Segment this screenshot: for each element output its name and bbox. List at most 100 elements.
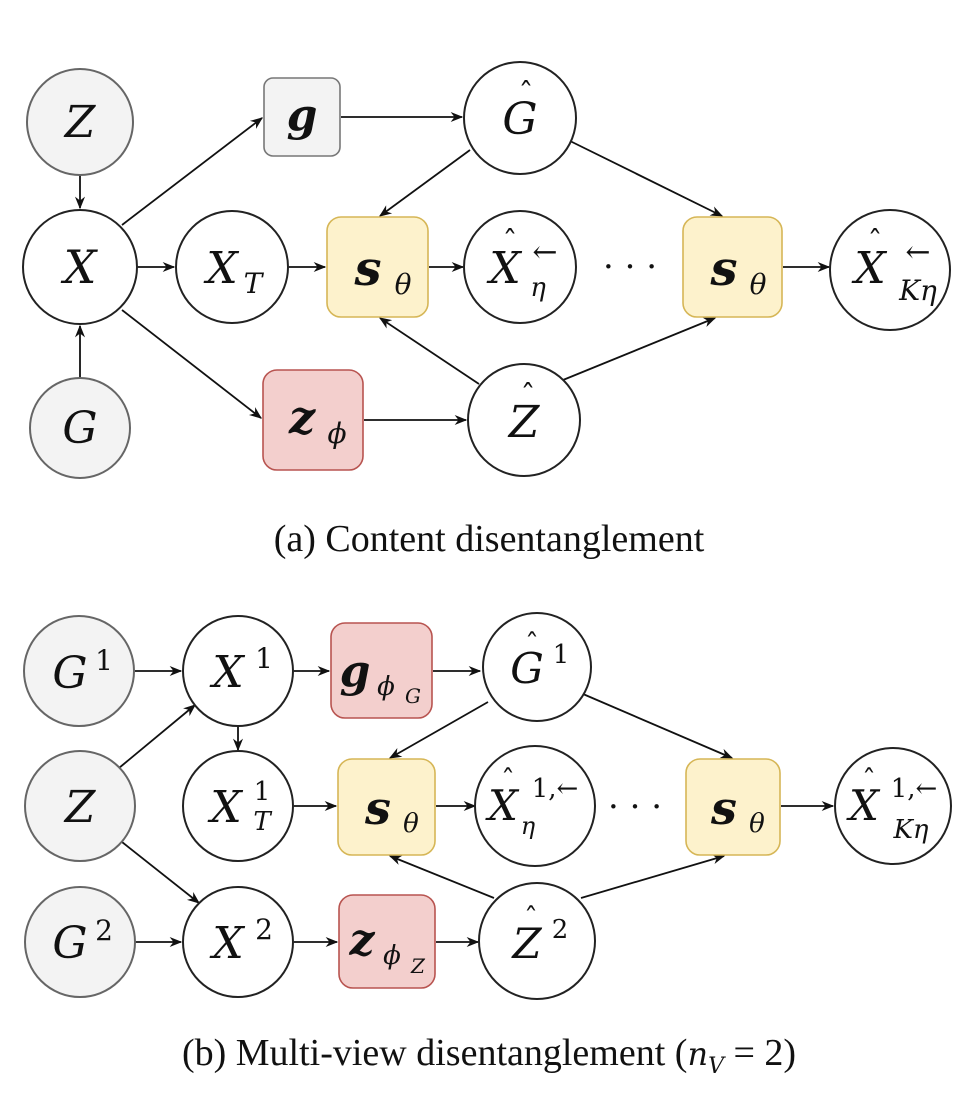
- node-a-xt: X T: [175, 210, 289, 324]
- edges-b: [118, 665, 835, 948]
- label-z-hat-base: Z: [507, 397, 541, 448]
- label-x-hat-eta-base: X: [486, 243, 522, 294]
- node-b-x1-hat-keta: X ˆ 1,← Kη: [834, 747, 952, 865]
- node-a-x: X: [22, 209, 138, 325]
- observed-node-g1: [23, 615, 135, 727]
- encoder-box-g-phi: [330, 622, 433, 719]
- label-z2hat-sup: 2: [552, 915, 569, 945]
- label-z: Z: [63, 97, 97, 148]
- label-s: s: [709, 241, 737, 297]
- node-a-x-hat-eta: X ˆ ← η: [463, 210, 577, 324]
- label-g1hat-sup: 1: [553, 640, 570, 670]
- label-s: s: [364, 781, 391, 835]
- label-x1hatketa-sub: Kη: [892, 815, 928, 845]
- edge-g1hat-s2: [582, 693, 734, 759]
- label-x1-sup: 1: [255, 642, 273, 675]
- observed-node-g2: [24, 886, 136, 998]
- edge-g1hat-s1: [388, 701, 489, 759]
- label-theta: θ: [750, 268, 767, 301]
- latent-node-x1-hat-k-eta: [834, 747, 952, 865]
- label-x-hat-eta-sup: ←: [532, 235, 557, 270]
- node-a-z: Z: [26, 68, 134, 176]
- latent-node-g-hat: [463, 61, 577, 175]
- edge-ghat-s2: [567, 139, 724, 217]
- ellipsis-a: · · ·: [603, 247, 657, 287]
- label-g2-sup: 2: [95, 914, 113, 947]
- label-g-hat-base: G: [502, 94, 537, 145]
- node-b-x2: X 2: [182, 886, 294, 998]
- node-b-g2: G 2: [24, 886, 136, 998]
- node-b-z: Z: [24, 750, 136, 862]
- edge-z-x1: [118, 704, 196, 769]
- latent-node-z-hat: [467, 363, 581, 477]
- figure-b: G 1 Z G 2 X 1 X 1 T X 2 g: [23, 612, 952, 1079]
- label-x2-sup: 2: [255, 913, 273, 946]
- label-x1t-sub: T: [253, 807, 272, 837]
- label-theta: θ: [749, 809, 765, 839]
- label-phi-sub: Z: [410, 954, 426, 978]
- observed-node-g: [29, 377, 131, 479]
- node-b-g1: G 1: [23, 615, 135, 727]
- label-g2-base: G: [52, 918, 87, 969]
- ellipsis-b: · · ·: [608, 787, 662, 827]
- label-z2hat-base: Z: [510, 919, 542, 968]
- node-b-z-phi-z: z ϕ Z: [338, 894, 436, 989]
- label-x1t-sup: 1: [254, 777, 271, 807]
- caption-b-math-sub: V: [708, 1054, 726, 1079]
- figure-a: Z X G g G ˆ X T s θ X: [22, 61, 951, 560]
- score-box-2: [682, 216, 783, 318]
- node-b-x1t: X 1 T: [182, 750, 294, 862]
- node-a-x-hat-keta: X ˆ ← Kη: [829, 209, 951, 331]
- score-box-1: [337, 758, 436, 856]
- label-z: Z: [63, 782, 97, 833]
- label-g1-sup: 1: [95, 644, 113, 677]
- hat-accent: ˆ: [501, 764, 515, 797]
- latent-node-x1-t: [182, 750, 294, 862]
- hat-accent: ˆ: [521, 379, 536, 414]
- label-x1hatketa-sup: 1,←: [891, 774, 938, 804]
- latent-node-x-hat-eta: [463, 210, 577, 324]
- hat-accent: ˆ: [862, 764, 876, 797]
- caption-b: (b) Multi-view disentanglement (nV = 2): [182, 1032, 796, 1079]
- node-b-g-phi-g: g ϕ G: [330, 622, 433, 719]
- label-x1hateta-sup: 1,←: [532, 774, 579, 804]
- label-theta: θ: [403, 809, 419, 839]
- node-b-g1-hat: G ˆ 1: [482, 612, 592, 722]
- edge-x-g: [121, 117, 264, 226]
- node-b-x1-hat-eta: X ˆ 1,← η: [474, 745, 596, 867]
- label-x-t-sub: T: [244, 267, 265, 300]
- label-theta: θ: [395, 268, 412, 301]
- hat-accent: ˆ: [868, 225, 883, 260]
- node-b-x1: X 1: [182, 615, 294, 727]
- edge-z-x2: [121, 841, 200, 904]
- caption-b-text: (b) Multi-view disentanglement (: [182, 1032, 688, 1074]
- label-x1t-base: X: [207, 782, 243, 833]
- edge-zhat-s2: [562, 317, 717, 381]
- label-phi: ϕ: [383, 941, 401, 971]
- edge-ghat-s1: [378, 149, 471, 217]
- edge-z2hat-s1: [388, 855, 495, 899]
- caption-b-math-n: n: [687, 1035, 708, 1073]
- node-a-g-observed: G: [29, 377, 131, 479]
- latent-node-x-hat-k-eta: [829, 209, 951, 331]
- encoder-box-z-phi: [262, 369, 364, 471]
- encoder-box-z-phi: [338, 894, 436, 989]
- label-g: G: [62, 403, 97, 454]
- edges-a: [74, 111, 831, 426]
- score-box-1: [326, 216, 429, 318]
- latent-node-x1-hat-eta: [474, 745, 596, 867]
- label-g1hat-base: G: [510, 644, 544, 693]
- latent-node-g1-hat: [482, 612, 592, 722]
- label-x1hateta-sub: η: [521, 812, 536, 840]
- caption-a: (a) Content disentanglement: [274, 518, 705, 560]
- score-box-2: [685, 758, 781, 856]
- latent-node-x: [22, 209, 138, 325]
- label-phi-sub: G: [405, 684, 421, 708]
- node-a-g-function: g: [263, 77, 341, 157]
- node-a-z-hat: Z ˆ: [467, 363, 581, 477]
- label-x-t-base: X: [203, 243, 239, 294]
- latent-node-z2-hat: [478, 882, 596, 1000]
- node-b-s-theta-1: s θ: [337, 758, 436, 856]
- label-x-hat-keta-sub: Kη: [898, 274, 937, 307]
- label-g: g: [340, 646, 371, 697]
